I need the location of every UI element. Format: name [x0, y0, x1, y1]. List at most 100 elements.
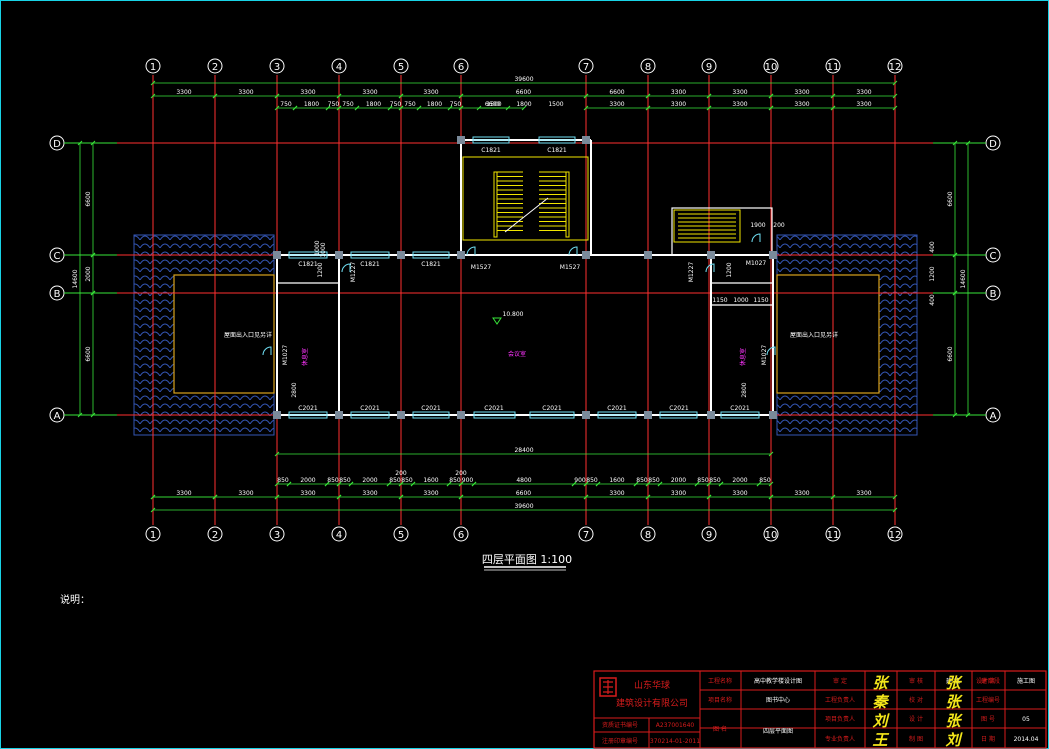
- elevation-label: 10.800: [503, 311, 524, 318]
- grid-bubble-label-8: 8: [645, 62, 651, 73]
- dim-bottom-row2-0-label: 850: [277, 477, 289, 484]
- grid-bubble-label-11: 11: [827, 62, 840, 73]
- grid-bubble-label-12: 12: [889, 530, 902, 541]
- stair-break-line: [504, 197, 549, 233]
- signature-5: 张: [945, 712, 963, 730]
- column-8: [273, 411, 281, 419]
- dim-top-row2-4-label: 1800: [366, 101, 381, 108]
- grid-bubble-4: [331, 526, 347, 542]
- col7-label-1: 工程编号: [976, 696, 1000, 704]
- dim-top-row2-0-label: 750: [280, 101, 292, 108]
- cert-label-1: 资质证书编号: [602, 721, 638, 729]
- door-swing-5: [766, 346, 776, 356]
- grid-bubble-8: [640, 58, 656, 74]
- dim-bottom-row1-8-tick: [706, 494, 712, 500]
- dim-bottom-row1-10-tick: [830, 494, 836, 500]
- company-name-line2: 建筑设计有限公司: [616, 697, 688, 709]
- col5-label-2: 设 计: [909, 715, 923, 723]
- dim-top-row2-6-label: 750: [404, 101, 416, 108]
- dim-bottom-row2-12-tick: [583, 481, 589, 487]
- small-dim-2: 1150: [712, 297, 727, 304]
- project-label: 工程名称: [708, 677, 732, 685]
- grid-bubble-1: [145, 526, 161, 542]
- dim-bottom-row2-1-tick: [286, 481, 292, 487]
- dim-top-row2-3-label: 750: [342, 101, 354, 108]
- dim-left-2-label: 2000: [85, 266, 92, 281]
- dim-top-row1-4-label: 3300: [423, 89, 438, 96]
- dim-bottom-row2-19-label: 2000: [732, 477, 747, 484]
- dim-top-row2-3-tick: [336, 105, 342, 111]
- column-17: [582, 136, 590, 144]
- dim-top-row3-4-label: 3300: [856, 101, 871, 108]
- column-0: [273, 251, 281, 259]
- dim-bottom-row1-4-tick: [398, 494, 404, 500]
- dim-bottom-row2-3-label: 850: [339, 477, 351, 484]
- grid-bubble-2: [207, 58, 223, 74]
- dim-top-row3-1-tick: [645, 105, 651, 111]
- dim-top-mid-1: 1500: [486, 101, 501, 108]
- dim-bottom-row2-6-tick: [398, 481, 404, 487]
- dim-top-row1-6-label: 6600: [609, 89, 624, 96]
- grid-bubble-2: [207, 526, 223, 542]
- column-3: [457, 251, 465, 259]
- col8-phase-label: 设计阶段: [976, 677, 1000, 685]
- door-label-1: M1527: [560, 264, 581, 271]
- grid-bubble-9: [701, 58, 717, 74]
- dim-top-row1-9-label: 3300: [794, 89, 809, 96]
- dim-bottom-row1-8-label: 3300: [732, 490, 747, 497]
- dim-bottom-overall-tick: [892, 507, 898, 513]
- structural-columns: [273, 136, 777, 419]
- grid-bubble-label-8: 8: [645, 530, 651, 541]
- dim-bottom-row2-1-label: 2000: [300, 477, 315, 484]
- dim-bottom-row2-14-label: 850: [636, 477, 648, 484]
- column-2: [397, 251, 405, 259]
- small-dim-5: 2800: [291, 382, 298, 397]
- window-label-0: C1821: [298, 261, 318, 268]
- notes-label: 说明：: [60, 593, 90, 606]
- grid-bubble-label-A: A: [990, 411, 997, 422]
- grid-bubble-11: [825, 58, 841, 74]
- dim-bottom-overall-label: 39600: [514, 503, 533, 510]
- door-label-3: M1227: [688, 262, 695, 283]
- small-dim-3: 1000: [733, 297, 748, 304]
- door-swing-0: [466, 246, 476, 256]
- dim-top-row2-1-tick: [292, 105, 298, 111]
- dim-right-5-label: 6600: [947, 346, 954, 361]
- dim-top-row2-5-tick: [387, 105, 393, 111]
- col5-label-1: 校 对: [909, 696, 923, 704]
- col7-label-3: 日 期: [981, 735, 995, 743]
- dim-top-mid-2: 1800: [516, 101, 531, 108]
- cert-value-1: A237001640: [656, 722, 695, 729]
- window-label-3: C1821: [481, 147, 501, 154]
- grid-bubble-5: [393, 526, 409, 542]
- drawing-title: 四层平面图 1:100: [482, 553, 572, 566]
- dim-bottom-row2-8-label: 850: [449, 477, 461, 484]
- dim-bottom-row2-15-tick: [645, 481, 651, 487]
- window-label-8: C2021: [484, 405, 504, 412]
- dim-top-row2-1-label: 1800: [304, 101, 319, 108]
- dim-top-row2-8-label: 750: [450, 101, 462, 108]
- dim-top-row1-3-tick: [336, 93, 342, 99]
- dim-bottom-row2-15-label: 850: [648, 477, 660, 484]
- grid-bubble-label-4: 4: [336, 530, 342, 541]
- dim-bottom-row1-9-tick: [768, 494, 774, 500]
- dim-top-row3-3-tick: [768, 105, 774, 111]
- grid-bubble-12: [887, 526, 903, 542]
- col8-phase-value: 施工图: [1017, 677, 1035, 685]
- item-label: 项目名称: [708, 696, 732, 704]
- grid-bubble-4: [331, 58, 347, 74]
- dim-bottom-row1-2-label: 3300: [300, 490, 315, 497]
- small-dim-6: 2800: [741, 382, 748, 397]
- dim-bottom-row2-5-label: 850: [389, 477, 401, 484]
- grid-bubble-label-1: 1: [150, 530, 156, 541]
- dim-top-row1-3-label: 3300: [362, 89, 377, 96]
- dim-bottom-row2-18-tick: [706, 481, 712, 487]
- dim-bottom-building-tick: [768, 451, 774, 457]
- dim-top-row1-10-tick: [892, 93, 898, 99]
- signature-0: 张: [872, 674, 890, 692]
- dim-bottom-row2-11-label: 900: [574, 477, 586, 484]
- stairwell: [462, 156, 741, 243]
- dim-bottom-row2-2-label: 850: [327, 477, 339, 484]
- door-label-4: M1027: [282, 345, 289, 366]
- grid-bubble-label-5: 5: [398, 62, 404, 73]
